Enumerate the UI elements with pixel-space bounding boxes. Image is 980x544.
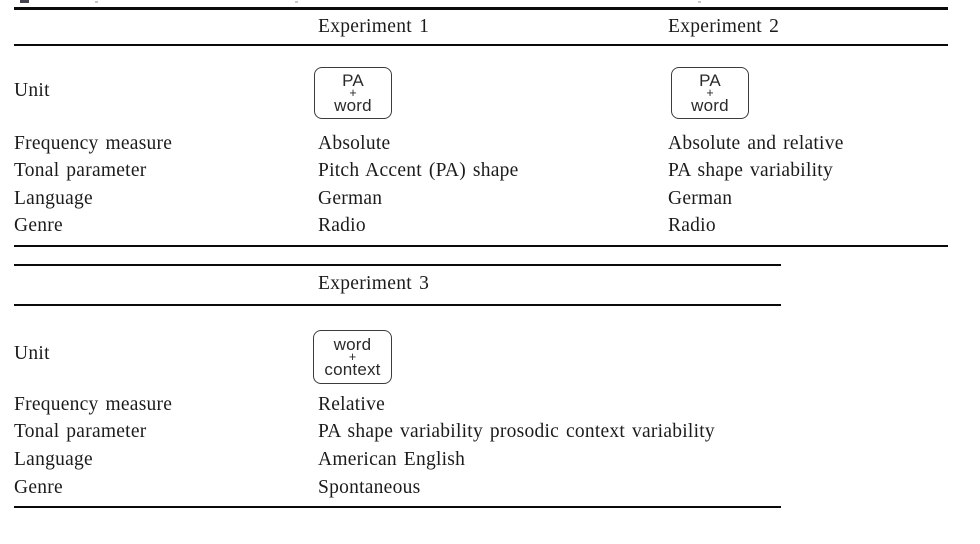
clipped-caption-remnant [295,1,298,3]
row-value-exp1: Pitch Accent (PA) shape [318,160,519,181]
row-label: Frequency measure [14,133,173,154]
table-row-frequency-measure: Frequency measure Relative [14,394,974,420]
row-value-exp2: Absolute and relative [668,133,844,154]
row-value-exp3: PA shape variability prosodic context va… [318,421,715,442]
table-row-language: Language American English [14,449,974,475]
row-label: Tonal parameter [14,421,147,442]
table1-unit-row-label: Unit [14,80,50,101]
row-value-exp3: American English [318,449,466,470]
table1-header-rule [14,44,948,46]
clipped-caption-remnant [698,1,701,3]
table1-bottom-rule [14,245,948,247]
row-value-exp3: Spontaneous [318,477,421,498]
table-row-language: Language German German [14,188,974,214]
row-value-exp2: Radio [668,215,716,236]
table1-header-experiment-2: Experiment 2 [668,16,780,37]
unit-box-plus: + [706,86,714,100]
unit-box-line: word [333,335,372,354]
row-value-exp2: PA shape variability [668,160,833,181]
table-row-tonal-parameter: Tonal parameter Pitch Accent (PA) shape … [14,160,974,186]
unit-box-pa-word-exp1: PA + word [314,67,392,119]
row-label: Genre [14,477,63,498]
unit-box-plus: + [348,350,357,364]
table-row-frequency-measure: Frequency measure Absolute Absolute and … [14,133,974,159]
table2-header-rule [14,304,781,306]
table-row-tonal-parameter: Tonal parameter PA shape variability pro… [14,421,974,447]
row-value-exp1: German [318,188,383,209]
table1-top-rule [14,7,948,10]
table1-header-experiment-1: Experiment 1 [318,16,430,37]
row-value-exp2: German [668,188,733,209]
row-label: Genre [14,215,63,236]
row-value-exp1: Radio [318,215,366,236]
row-label: Tonal parameter [14,160,147,181]
unit-box-line: word [691,96,729,115]
clipped-caption-remnant [20,0,29,3]
row-value-exp1: Absolute [318,133,391,154]
table2-bottom-rule [14,506,781,508]
row-value-exp3: Relative [318,394,385,415]
unit-box-plus: + [349,86,357,100]
table2-header-experiment-3: Experiment 3 [318,273,430,294]
unit-box-pa-word-exp2: PA + word [671,67,749,119]
table-row-genre: Genre Radio Radio [14,215,974,241]
unit-box-line: word [334,96,372,115]
clipped-caption-remnant [95,1,98,3]
unit-box-line: PA [342,71,364,90]
unit-box-line: PA [699,71,721,90]
table-row-genre: Genre Spontaneous [14,477,974,503]
unit-box-line: context [324,360,381,379]
table2-unit-row-label: Unit [14,343,50,364]
row-label: Language [14,188,93,209]
unit-box-word-context-exp3: word + context [313,330,392,384]
row-label: Language [14,449,93,470]
table2-top-rule [14,264,781,267]
row-label: Frequency measure [14,394,173,415]
